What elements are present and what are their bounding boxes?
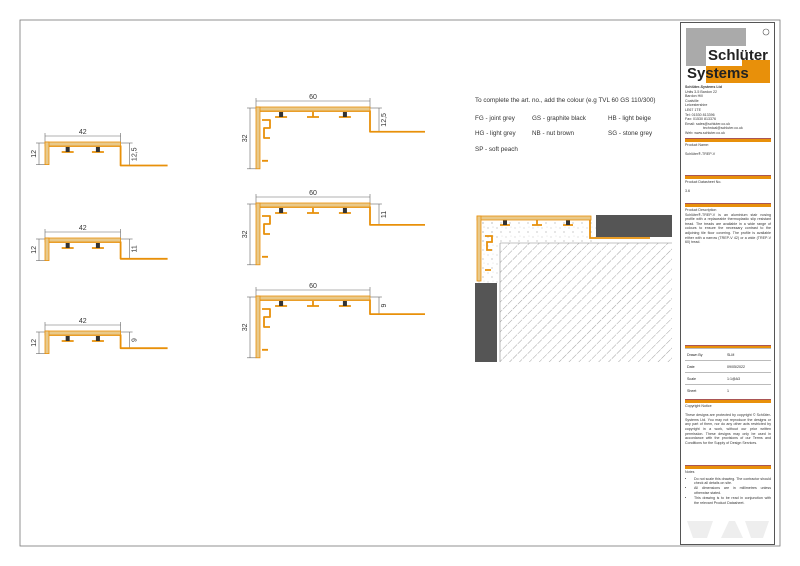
profile-leg-ribs bbox=[262, 119, 271, 162]
height-dimension: 32 bbox=[242, 134, 249, 142]
anchor-screw bbox=[279, 301, 284, 306]
profile-1: 42 12 11 bbox=[31, 225, 168, 262]
mortar-bed bbox=[478, 222, 596, 243]
product-name: Product Name: Schlüter®-TREP-V bbox=[685, 143, 716, 157]
anchor-screw bbox=[65, 336, 70, 341]
colour-sp: SP - soft peach bbox=[475, 146, 518, 153]
step-dimension: 11 bbox=[132, 245, 139, 252]
width-dimension: 60 bbox=[309, 190, 317, 197]
riser-tile bbox=[475, 283, 497, 362]
height-dimension: 12 bbox=[31, 339, 38, 347]
tread-insert bbox=[44, 237, 121, 243]
tread-insert bbox=[255, 106, 371, 112]
anchor-screw bbox=[65, 147, 70, 152]
profile-2: 42 12 9 bbox=[31, 318, 168, 355]
step-dimension: 9 bbox=[132, 338, 139, 342]
company-address: Schlüter-Systems Ltd Units 3-5 Bardon 22… bbox=[685, 85, 743, 135]
footer-shapes bbox=[687, 521, 769, 538]
height-dimension: 12 bbox=[31, 150, 38, 158]
colour-hb: HB - light beige bbox=[608, 115, 652, 122]
anchor-screw bbox=[95, 243, 100, 248]
anchor-screw bbox=[95, 336, 100, 341]
profile-leg-ribs bbox=[262, 308, 271, 351]
height-dimension: 32 bbox=[242, 323, 249, 331]
detail-screw bbox=[566, 220, 570, 225]
schluter-logo: Schlüter Systems bbox=[686, 28, 770, 83]
detail-profile bbox=[476, 215, 650, 282]
tread-insert bbox=[255, 202, 371, 208]
floor-tile bbox=[596, 215, 672, 237]
step-dimension: 9 bbox=[381, 304, 388, 308]
step-dimension: 12,5 bbox=[381, 113, 388, 127]
installation-detail bbox=[475, 215, 672, 362]
profile-drawings: 42 12 12,5 42 12 11 42 12 9 60 32 12,5 60 32 11 60 32 9 bbox=[31, 94, 425, 359]
product-description: Product Description Schlüter®-TREP-V is … bbox=[685, 208, 771, 245]
screed-hatch bbox=[500, 243, 672, 362]
anchor-screw bbox=[95, 147, 100, 152]
anchor-screw bbox=[279, 112, 284, 117]
copyright-notice: Copyright Notice These designs are prote… bbox=[685, 404, 771, 445]
tread-nose bbox=[255, 202, 261, 266]
profile-body bbox=[258, 299, 425, 358]
anchor-foot bbox=[307, 208, 319, 214]
colour-fg: FG - joint grey bbox=[475, 115, 515, 122]
colour-nb: NB - nut brown bbox=[532, 130, 574, 137]
profile-body bbox=[258, 206, 425, 265]
colour-sg: SG - stone grey bbox=[608, 130, 653, 137]
tread-nose bbox=[44, 330, 50, 355]
colour-hg: HG - light grey bbox=[475, 130, 516, 137]
profile-5: 60 32 9 bbox=[242, 283, 425, 359]
profile-0: 42 12 12,5 bbox=[31, 129, 168, 167]
height-dimension: 12 bbox=[31, 246, 38, 254]
profile-4: 60 32 11 bbox=[242, 190, 425, 266]
svg-text:Systems: Systems bbox=[687, 65, 749, 82]
profile-body bbox=[258, 110, 425, 169]
tread-nose bbox=[255, 106, 261, 170]
tread-nose bbox=[44, 237, 50, 262]
width-dimension: 42 bbox=[79, 129, 87, 136]
anchor-foot bbox=[307, 301, 319, 307]
step-dimension: 11 bbox=[381, 211, 388, 218]
detail-screw bbox=[503, 220, 507, 225]
width-dimension: 60 bbox=[309, 94, 317, 101]
profile-3: 60 32 12,5 bbox=[242, 94, 425, 170]
width-dimension: 42 bbox=[79, 318, 87, 325]
product-datasheet: Product Datasheet No. 3.6 bbox=[685, 180, 722, 194]
width-dimension: 60 bbox=[309, 283, 317, 290]
height-dimension: 32 bbox=[242, 230, 249, 238]
anchor-screw bbox=[65, 243, 70, 248]
title-block: Schlüter Systems Schlüter-Systems Ltd Un… bbox=[680, 22, 775, 545]
sheet-border bbox=[19, 19, 781, 547]
notes: Notes Do not scale this drawing. The con… bbox=[685, 470, 771, 506]
tread-nose bbox=[255, 295, 261, 359]
mortar-bed-vertical bbox=[478, 222, 500, 284]
anchor-screw bbox=[342, 112, 347, 117]
tread-insert bbox=[44, 141, 121, 147]
tread-nose bbox=[44, 141, 50, 166]
step-dimension: 12,5 bbox=[132, 147, 139, 161]
detail-anchor bbox=[532, 220, 542, 226]
detail-tread bbox=[476, 215, 592, 221]
profile-leg-ribs bbox=[262, 215, 271, 258]
anchor-foot bbox=[307, 112, 319, 118]
detail-tread-nose bbox=[476, 215, 482, 282]
anchor-screw bbox=[279, 208, 284, 213]
anchor-screw bbox=[342, 301, 347, 306]
tread-insert bbox=[255, 295, 371, 301]
svg-text:Schlüter: Schlüter bbox=[708, 47, 768, 64]
colour-gs: GS - graphite black bbox=[532, 115, 586, 122]
detail-profile-ribs bbox=[485, 235, 493, 271]
anchor-screw bbox=[342, 208, 347, 213]
width-dimension: 42 bbox=[79, 225, 87, 232]
tread-insert bbox=[44, 330, 121, 336]
colour-intro: To complete the art. no., add the colour… bbox=[475, 97, 656, 104]
